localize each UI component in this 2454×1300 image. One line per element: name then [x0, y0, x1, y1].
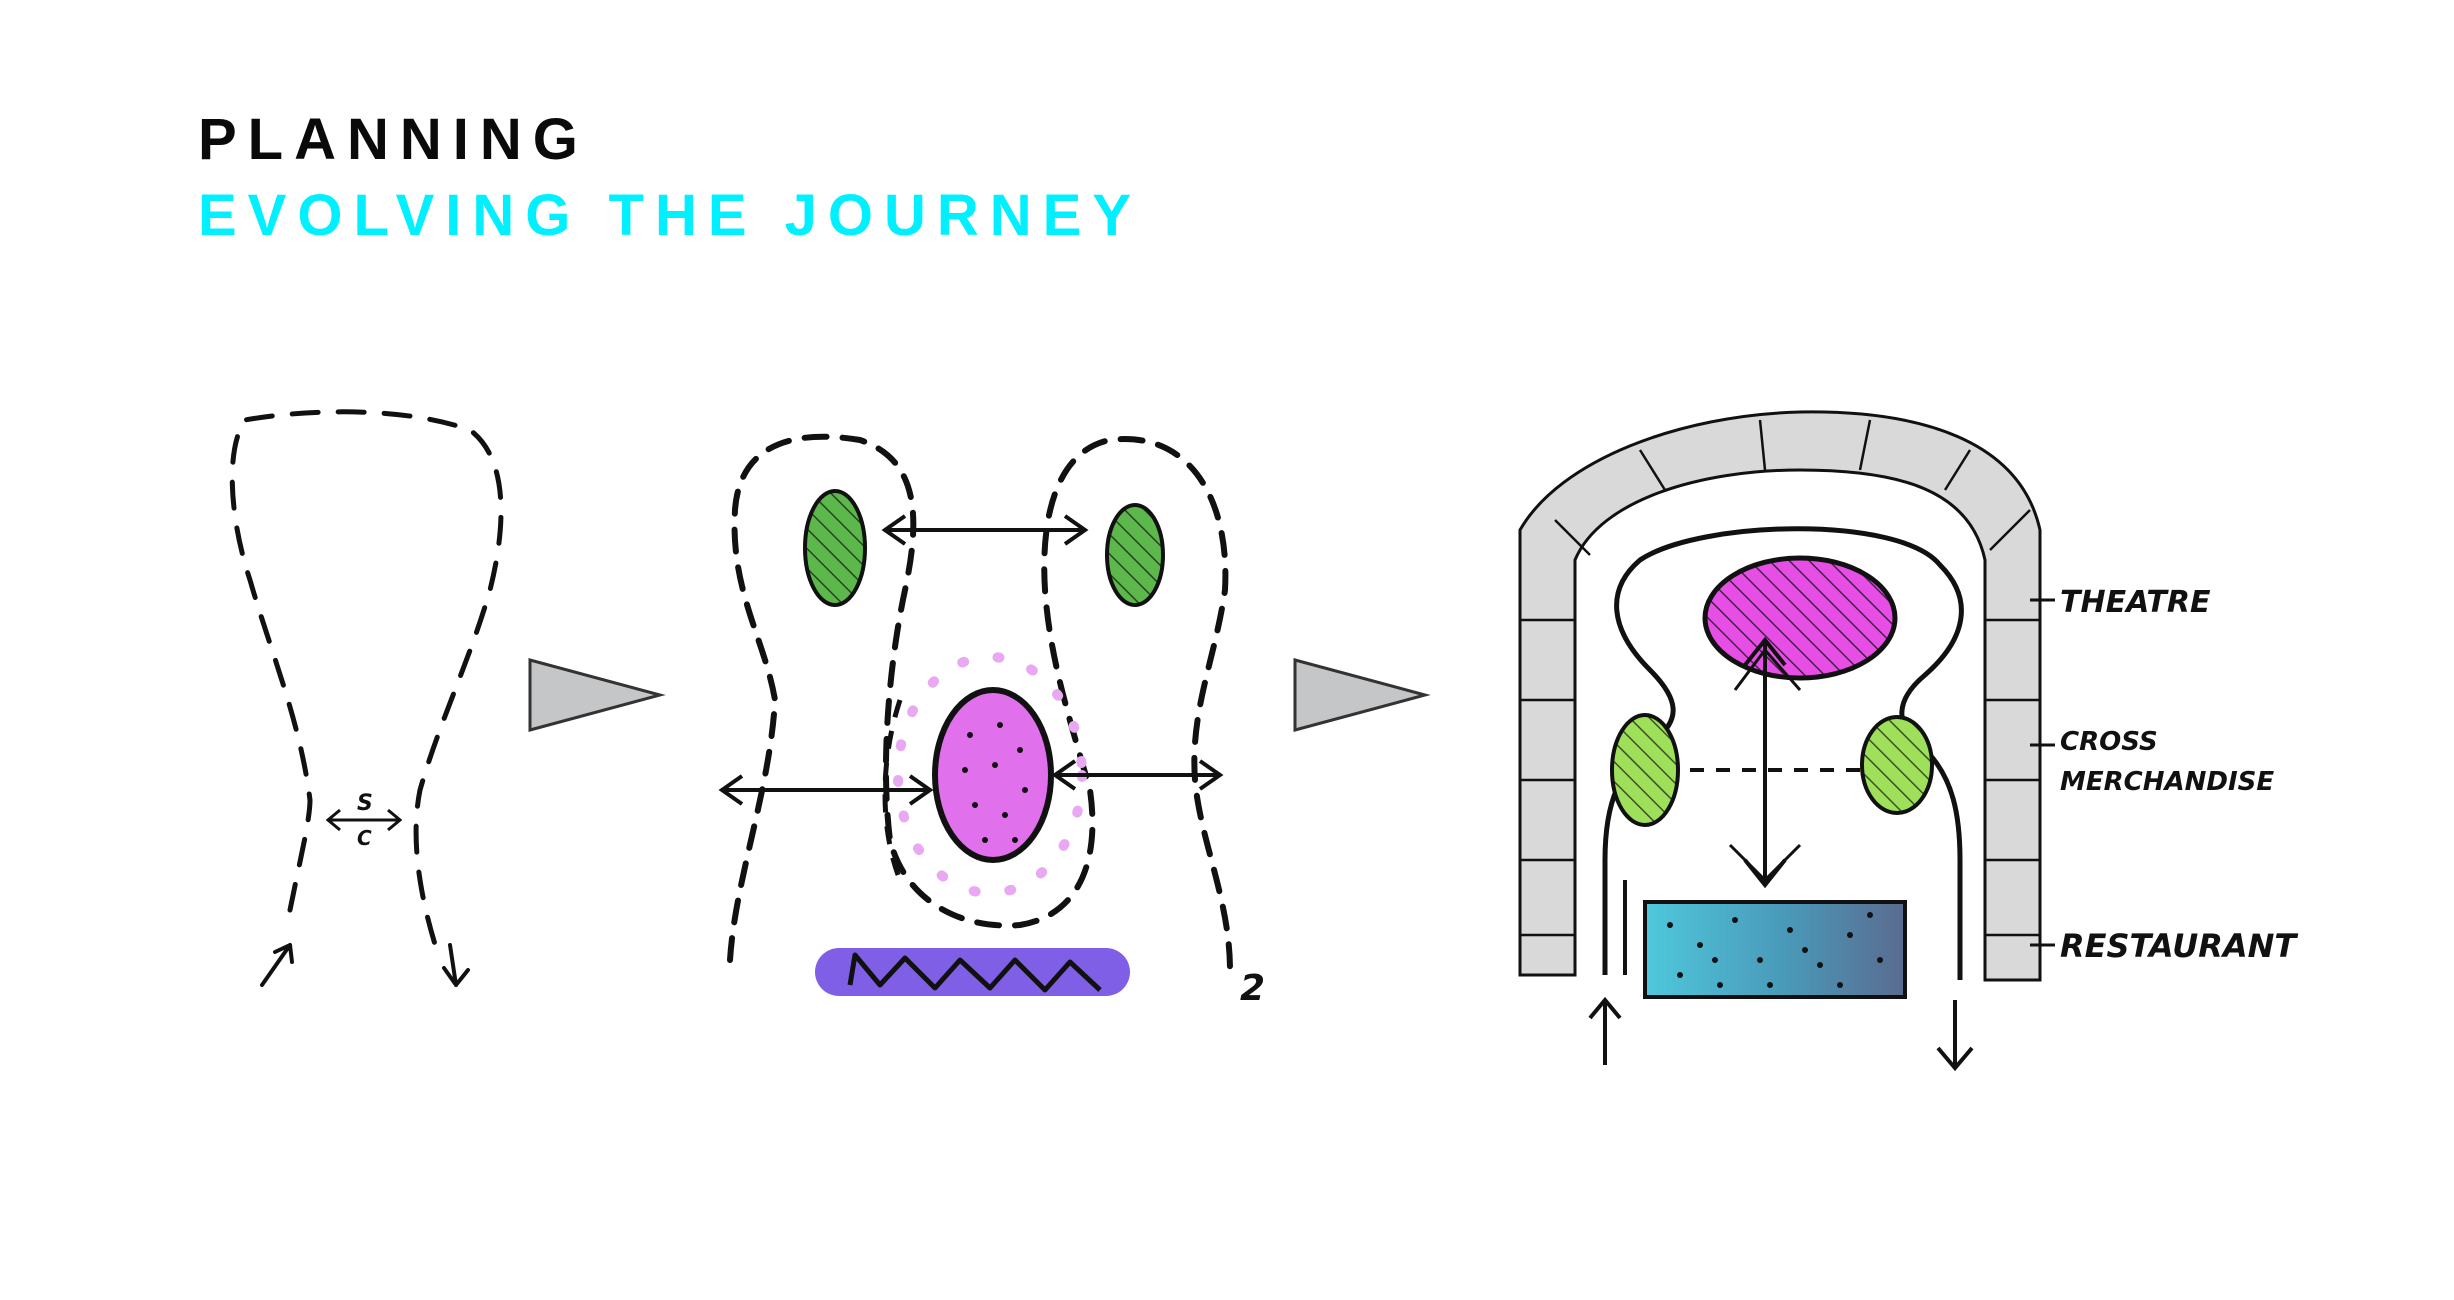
cross-arrow-top — [881, 514, 1089, 546]
restaurant-zone — [1643, 900, 1907, 999]
magenta-zone — [932, 687, 1054, 863]
label-restaurant: RESTAURANT — [2060, 927, 2298, 965]
sketch-1-journey-loop: S C — [229, 409, 504, 987]
sc-gap-arrow — [325, 808, 403, 832]
progression-arrow-icon — [528, 658, 666, 732]
page-title: PLANNING — [198, 107, 589, 172]
sc-label-bottom: C — [357, 826, 372, 850]
sketch-3-plan: THEATRE CROSS MERCHANDISE RESTAURANT — [1518, 410, 2298, 1072]
building-wall-icon — [1518, 410, 2042, 982]
progression-arrow-icon — [1293, 658, 1431, 732]
label-merchandise: MERCHANDISE — [2060, 767, 2274, 797]
sketch-number: 2 — [1240, 968, 1265, 1009]
label-theatre: THEATRE — [2060, 585, 2211, 620]
journey-loop-icon — [229, 409, 504, 963]
entry-arrow — [1588, 996, 1622, 1065]
cross-arrow-right — [1051, 759, 1224, 791]
vertical-link-arrow — [1728, 636, 1802, 889]
sc-label-top: S — [357, 791, 373, 816]
sketch-2-concept: 2 — [718, 433, 1265, 1009]
cross-arrow-left — [718, 774, 934, 806]
label-cross: CROSS — [2060, 727, 2158, 757]
page-subtitle: EVOLVING THE JOURNEY — [198, 183, 1143, 248]
exit-arrow — [1936, 1000, 1974, 1072]
